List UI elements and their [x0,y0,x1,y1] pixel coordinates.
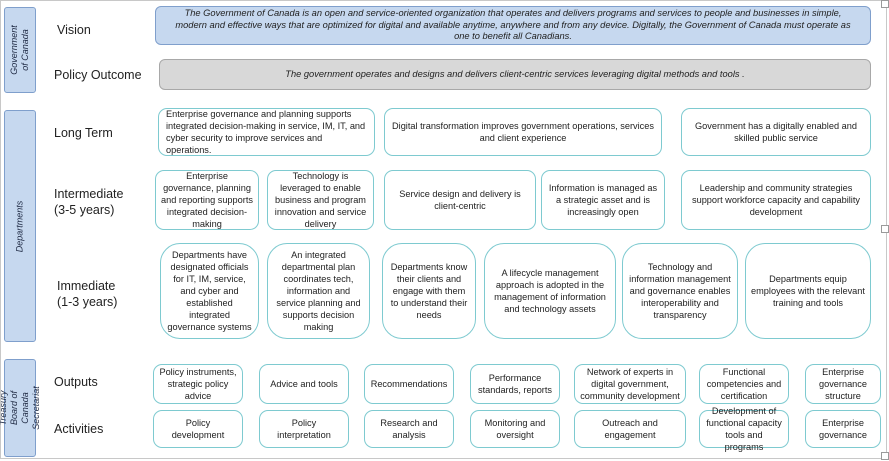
group-government-of-canada: Government of Canada [4,7,36,93]
immediate-text-3: Departments know their clients and engag… [390,262,468,320]
long-term-text-2: Digital transformation improves governme… [392,121,654,143]
output-box-2: Advice and tools [259,364,349,404]
immediate-text-1: Departments have designated officials fo… [167,250,252,332]
immediate-text-6: Departments equip employees with the rel… [751,274,865,308]
activity-text-1: Policy development [171,418,225,440]
row-label-policy-outcome: Policy Outcome [54,68,142,82]
row-label-intermediate-years: (3-5 years) [54,203,115,217]
row-label-immediate-title: Immediate [57,279,116,293]
immediate-text-4: A lifecycle management approach is adopt… [494,268,606,314]
activity-box-5: Outreach and engagement [574,410,686,448]
immediate-text-2: An integrated departmental plan coordina… [276,250,361,332]
intermediate-box-2: Technology is leveraged to enable busine… [267,170,374,230]
long-term-box-3: Government has a digitally enabled and s… [681,108,871,156]
output-box-1: Policy instruments, strategic policy adv… [153,364,243,404]
output-text-6: Functional competencies and certificatio… [706,367,782,401]
activity-box-4: Monitoring and oversight [470,410,560,448]
output-box-7: Enterprise governance structure [805,364,881,404]
long-term-box-1: Enterprise governance and planning suppo… [158,108,375,156]
immediate-box-4: A lifecycle management approach is adopt… [484,243,616,339]
resize-handle-bottom[interactable] [881,452,889,460]
row-label-intermediate: Intermediate (3-5 years) [54,186,123,218]
output-text-2: Advice and tools [270,379,338,389]
group-tbs-label: Treasury Board of Canada Secretariat [0,386,41,430]
activity-text-4: Monitoring and oversight [484,418,546,440]
activity-box-3: Research and analysis [364,410,454,448]
activity-text-2: Policy interpretation [277,418,331,440]
output-text-5: Network of experts in digital government… [580,367,680,401]
row-label-activities: Activities [54,422,104,436]
immediate-box-6: Departments equip employees with the rel… [745,243,871,339]
row-label-outputs: Outputs [54,375,98,389]
immediate-text-5: Technology and information management an… [629,262,731,320]
row-label-immediate: Immediate (1-3 years) [57,278,117,310]
group-treasury-board: Treasury Board of Canada Secretariat [0,359,41,457]
intermediate-box-1: Enterprise governance, planning and repo… [155,170,259,230]
activity-text-7: Enterprise governance [818,418,867,440]
vision-box: The Government of Canada is an open and … [155,6,871,45]
output-box-6: Functional competencies and certificatio… [699,364,789,404]
intermediate-text-4: Information is managed as a strategic as… [548,183,658,217]
resize-handle-top[interactable] [881,0,889,8]
activity-text-3: Research and analysis [380,418,438,440]
group-government-label: Government of Canada [9,25,30,75]
activity-box-7: Enterprise governance [805,410,881,448]
long-term-text-3: Government has a digitally enabled and s… [695,121,857,143]
output-text-1: Policy instruments, strategic policy adv… [159,367,237,401]
group-departments-label: Departments [14,200,25,252]
immediate-box-3: Departments know their clients and engag… [382,243,476,339]
output-box-4: Performance standards, reports [470,364,560,404]
group-departments: Departments [4,110,36,342]
row-label-immediate-years: (1-3 years) [57,295,118,309]
intermediate-text-1: Enterprise governance, planning and repo… [161,171,253,229]
output-text-3: Recommendations [370,379,448,389]
activity-text-6: Development of functional capacity tools… [706,406,782,452]
output-text-7: Enterprise governance structure [818,367,867,401]
vision-text: The Government of Canada is an open and … [175,8,851,42]
intermediate-text-2: Technology is leveraged to enable busine… [274,171,367,229]
intermediate-box-4: Information is managed as a strategic as… [541,170,665,230]
output-box-5: Network of experts in digital government… [574,364,686,404]
activity-text-5: Outreach and engagement [602,418,658,440]
immediate-box-2: An integrated departmental plan coordina… [267,243,370,339]
intermediate-box-5: Leadership and community strategies supp… [681,170,871,230]
policy-outcome-box: The government operates and designs and … [159,59,871,90]
activity-box-2: Policy interpretation [259,410,349,448]
immediate-box-5: Technology and information management an… [622,243,738,339]
intermediate-text-5: Leadership and community strategies supp… [691,183,860,217]
output-box-3: Recommendations [364,364,454,404]
long-term-text-1: Enterprise governance and planning suppo… [166,109,366,155]
row-label-long-term: Long Term [54,126,113,140]
policy-outcome-text: The government operates and designs and … [285,68,745,79]
row-label-intermediate-title: Intermediate [54,187,124,201]
activity-box-1: Policy development [153,410,243,448]
long-term-box-2: Digital transformation improves governme… [384,108,662,156]
resize-handle-middle[interactable] [881,225,889,233]
output-text-4: Performance standards, reports [477,373,553,395]
row-label-vision: Vision [57,23,91,37]
activity-box-6: Development of functional capacity tools… [699,406,789,452]
intermediate-box-3: Service design and delivery is client-ce… [384,170,536,230]
immediate-box-1: Departments have designated officials fo… [160,243,259,339]
intermediate-text-3: Service design and delivery is client-ce… [399,189,521,211]
